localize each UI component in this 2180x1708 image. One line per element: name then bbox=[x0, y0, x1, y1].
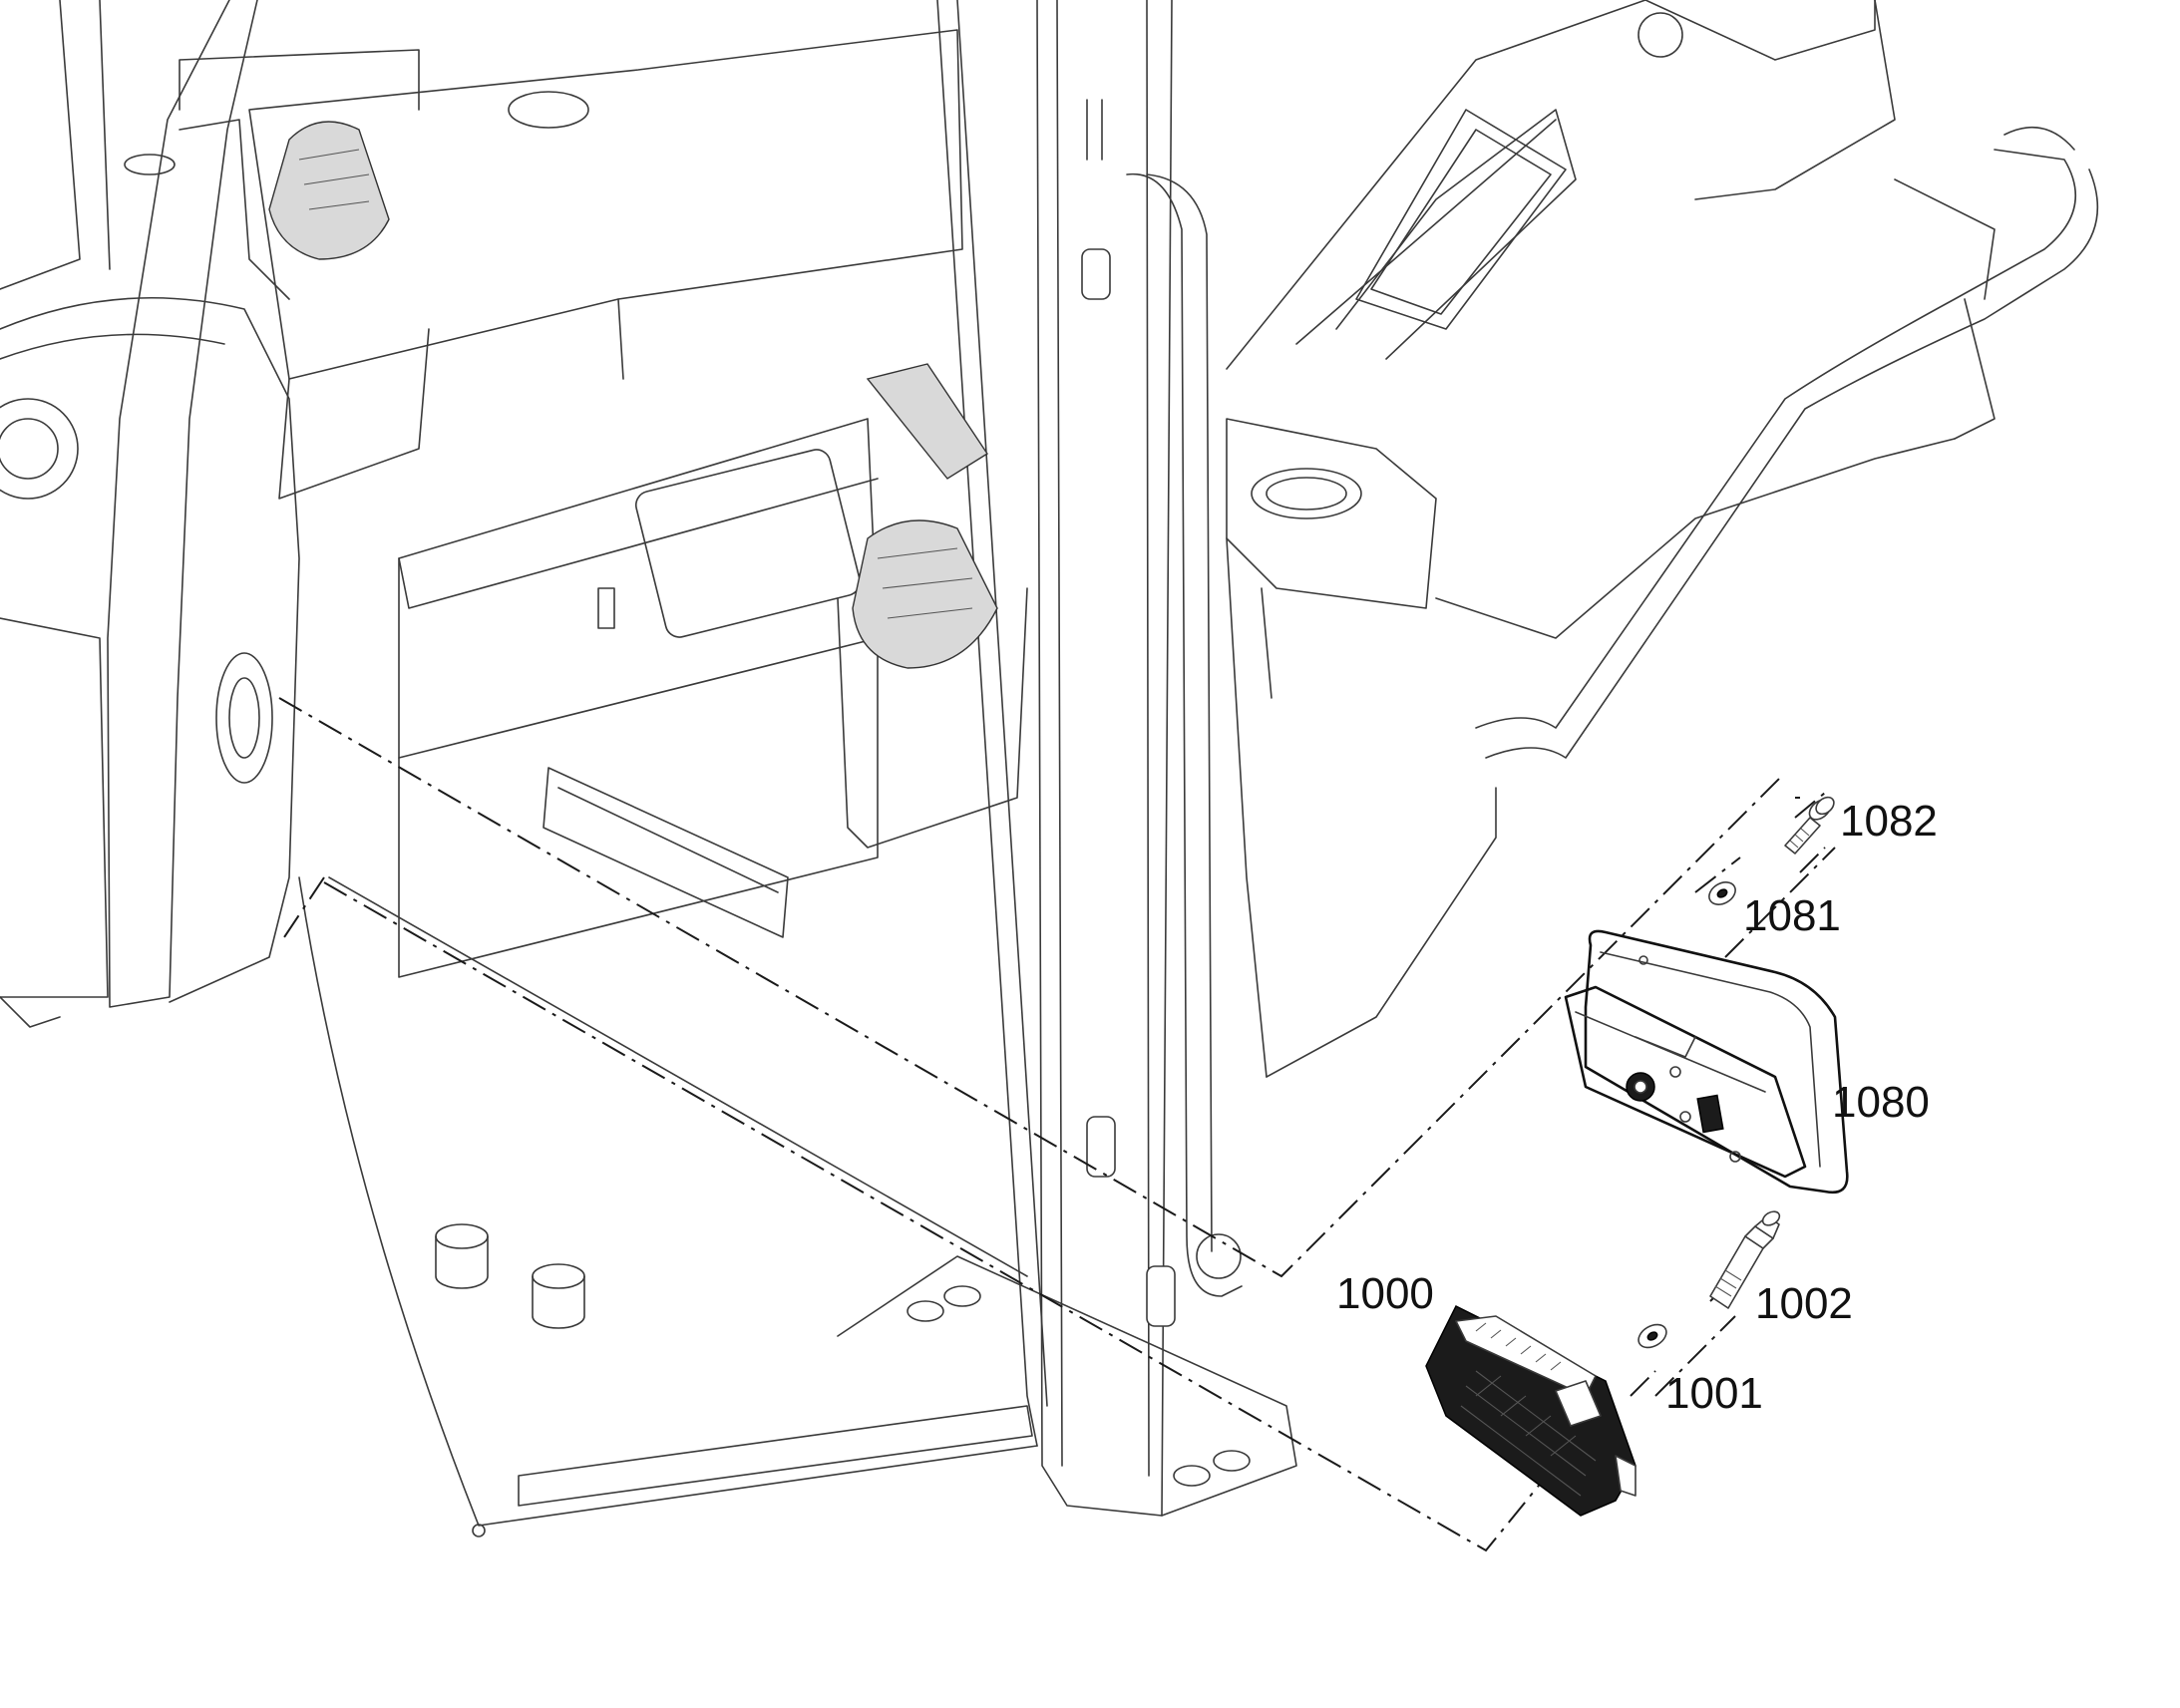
callout-1081: 1081 bbox=[1743, 891, 1841, 940]
callout-labels: 1082 1081 1080 1000 1002 1001 bbox=[1336, 797, 1938, 1418]
assembly-center-lines bbox=[278, 697, 1836, 1552]
floor-pedestal-right bbox=[532, 1263, 585, 1329]
callout-1002: 1002 bbox=[1755, 1279, 1853, 1328]
callout-1080: 1080 bbox=[1832, 1078, 1930, 1127]
callout-1001: 1001 bbox=[1665, 1369, 1763, 1418]
part-1081-washer bbox=[1708, 881, 1736, 905]
floor-pedestal-left bbox=[435, 1223, 489, 1289]
part-1001-washer bbox=[1637, 1323, 1667, 1349]
part-1000-control-module bbox=[1425, 1304, 1636, 1517]
callout-1000: 1000 bbox=[1336, 1269, 1434, 1318]
cab-structure bbox=[0, 0, 2099, 1537]
part-1080-bracket bbox=[1564, 929, 1849, 1195]
part-1082-bolt bbox=[1784, 796, 1835, 854]
part-1002-bolt bbox=[1709, 1210, 1781, 1309]
callout-1082: 1082 bbox=[1840, 797, 1938, 846]
